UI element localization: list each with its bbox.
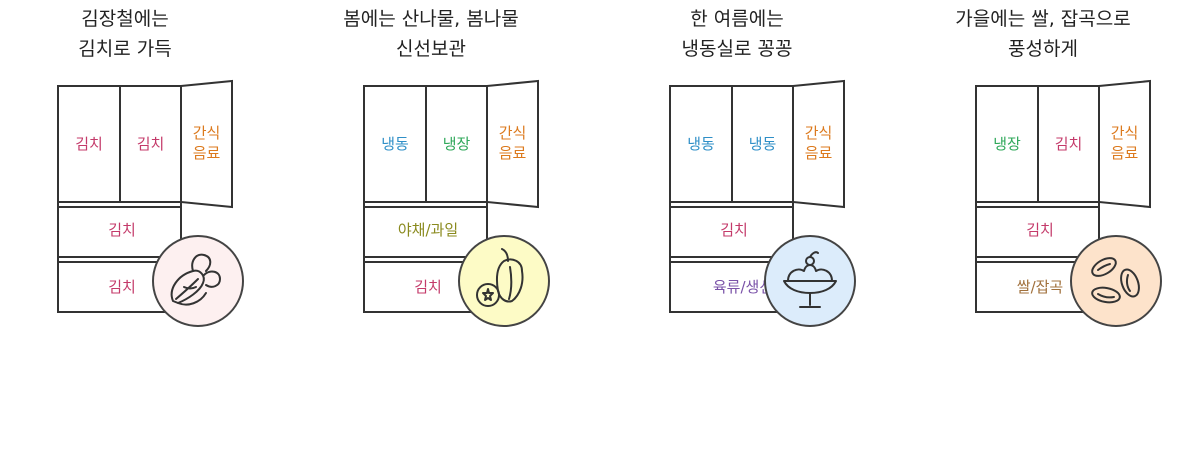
compartment-label: 간식 bbox=[192, 124, 221, 142]
compartment-label: 쌀/잡곡 bbox=[1016, 278, 1064, 296]
season-panel-winter: 김장철에는 김치로 가득 김치 김치 간식 음료 김치 김치 bbox=[0, 0, 300, 450]
compartment-label: 음료 bbox=[804, 144, 833, 162]
season-panel-spring: 봄에는 산나물, 봄나물 신선보관 냉동 냉장 간식 음료 야채/과일 김치 bbox=[306, 0, 606, 450]
beans-grain-icon bbox=[1070, 235, 1162, 327]
napa-cabbage-icon bbox=[152, 235, 244, 327]
fridge-diagram bbox=[975, 79, 1151, 313]
panel-title: 김장철에는 김치로 가득 bbox=[0, 4, 250, 64]
compartment-label: 냉동 bbox=[748, 135, 777, 153]
panel-title: 가을에는 쌀, 잡곡으로 풍성하게 bbox=[918, 4, 1168, 64]
compartment-label: 김치 bbox=[75, 135, 103, 153]
title-line: 봄에는 산나물, 봄나물 bbox=[343, 8, 519, 30]
compartment-label: 김치 bbox=[136, 135, 165, 153]
compartment-label: 김치 bbox=[414, 278, 442, 296]
compartment-label: 김치 bbox=[108, 221, 136, 239]
compartment-label: 냉장 bbox=[442, 135, 471, 153]
compartment-label: 음료 bbox=[498, 144, 527, 162]
compartment-label: 김치 bbox=[108, 278, 136, 296]
fridge-diagram bbox=[363, 79, 539, 313]
title-line: 한 여름에는 bbox=[690, 8, 784, 30]
compartment-label: 음료 bbox=[1110, 144, 1139, 162]
title-line: 가을에는 쌀, 잡곡으로 bbox=[955, 8, 1131, 30]
compartment-label: 음료 bbox=[192, 144, 221, 162]
season-panel-autumn: 가을에는 쌀, 잡곡으로 풍성하게 냉장 김치 간식 음료 김치 쌀/잡곡 bbox=[918, 0, 1200, 450]
panel-title: 한 여름에는 냉동실로 꽁꽁 bbox=[612, 4, 862, 64]
pepper-fruit-icon bbox=[458, 235, 550, 327]
compartment-label: 간식 bbox=[498, 124, 527, 142]
title-line: 냉동실로 꽁꽁 bbox=[681, 38, 793, 60]
panel-title: 봄에는 산나물, 봄나물 신선보관 bbox=[306, 4, 556, 64]
compartment-label: 김치 bbox=[1054, 135, 1083, 153]
compartment-door bbox=[180, 79, 233, 209]
compartment-label: 냉동 bbox=[381, 135, 409, 153]
compartment-label: 육류/생선 bbox=[712, 278, 774, 296]
compartment-label: 간식 bbox=[804, 124, 833, 142]
season-panel-summer: 한 여름에는 냉동실로 꽁꽁 냉동 냉동 간식 음료 김치 육류/생선 bbox=[612, 0, 912, 450]
compartment-label: 냉동 bbox=[687, 135, 715, 153]
title-line: 김치로 가득 bbox=[78, 38, 172, 60]
compartment-label: 간식 bbox=[1110, 124, 1139, 142]
compartment-label: 김치 bbox=[720, 221, 748, 239]
ice-cream-bowl-icon bbox=[764, 235, 856, 327]
compartment-label: 김치 bbox=[1026, 221, 1054, 239]
compartment-label: 냉장 bbox=[993, 135, 1021, 153]
title-line: 김장철에는 bbox=[81, 8, 169, 30]
title-line: 신선보관 bbox=[396, 38, 466, 60]
title-line: 풍성하게 bbox=[1008, 38, 1078, 60]
compartment-label: 야채/과일 bbox=[397, 221, 459, 239]
